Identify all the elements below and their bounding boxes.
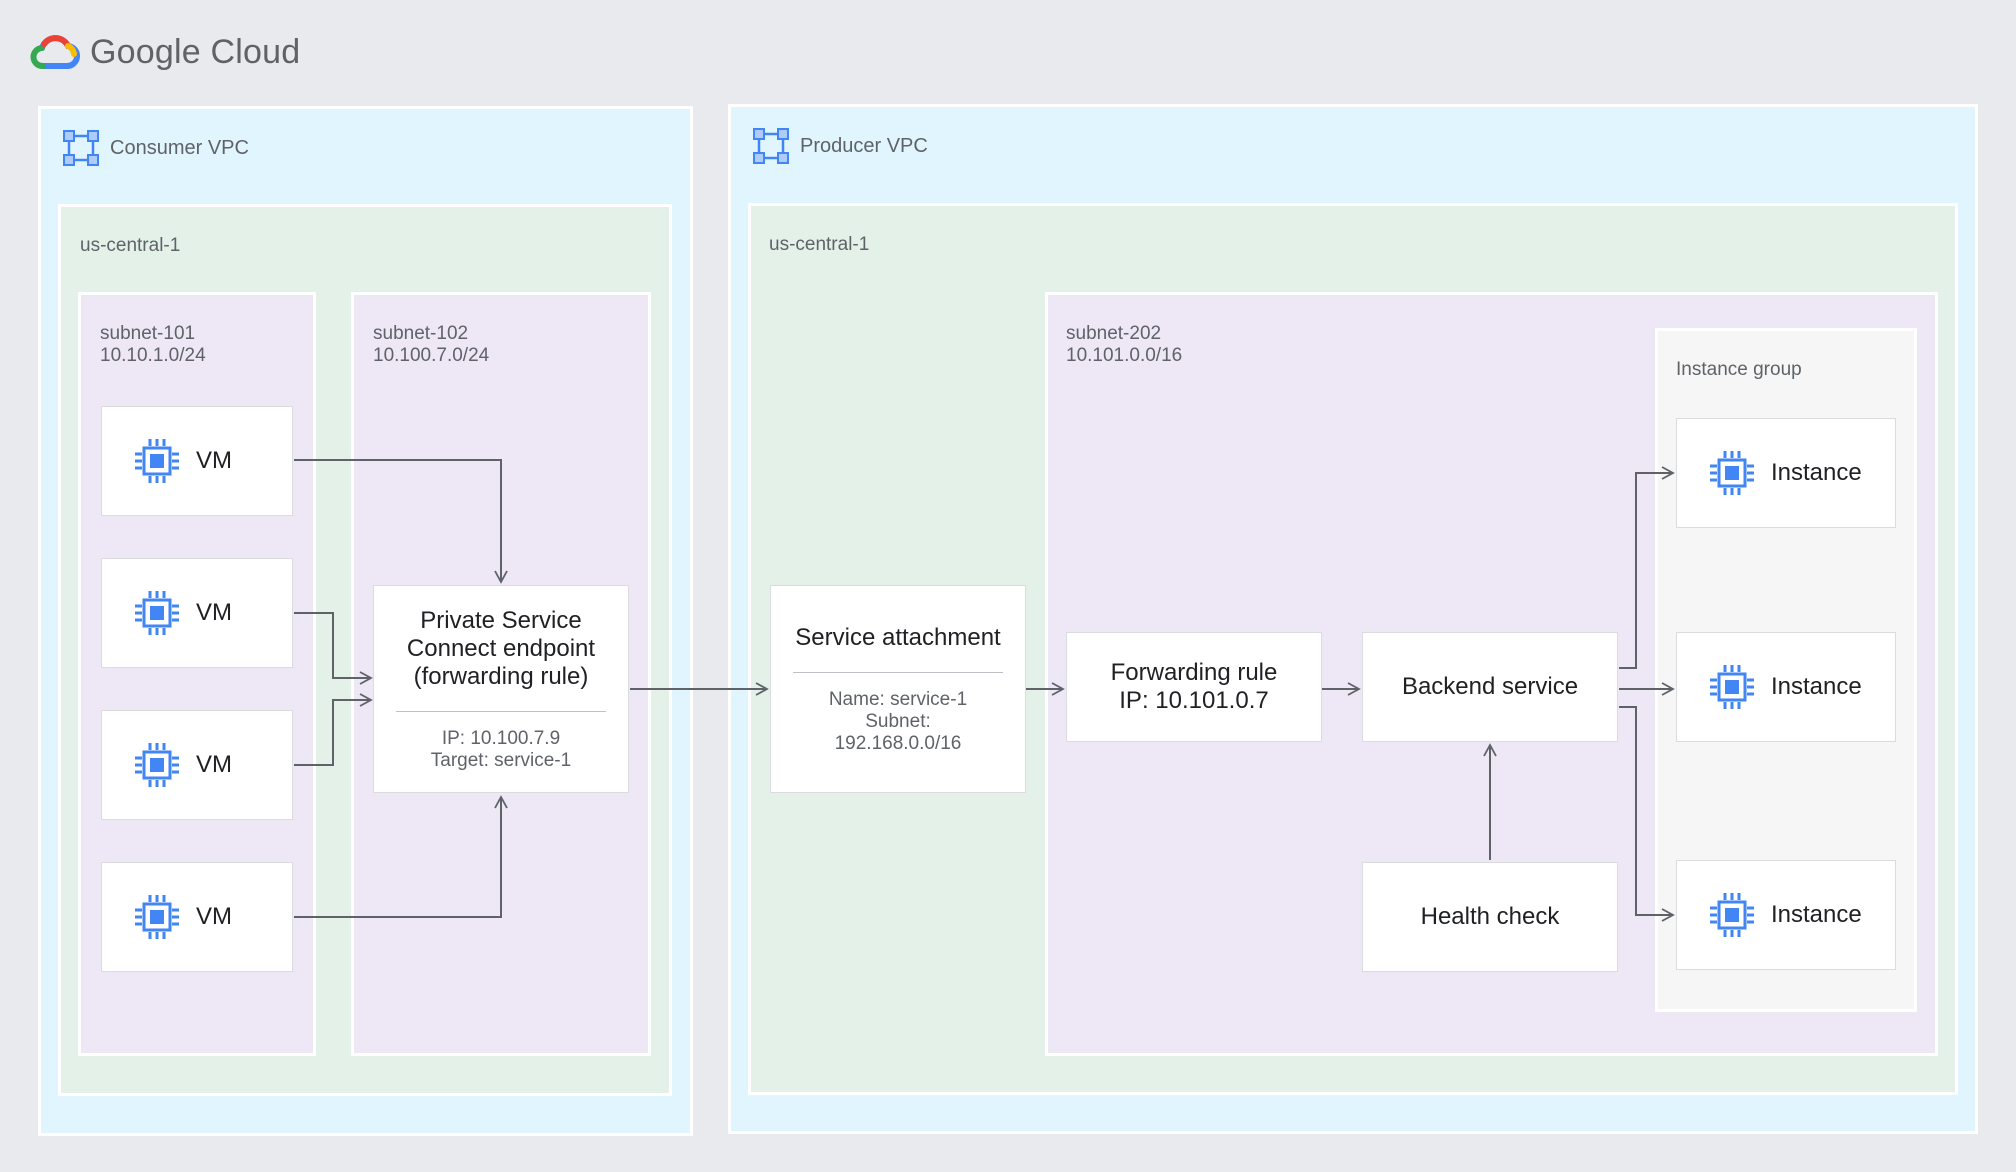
- subnet-102-name: subnet-102: [373, 323, 469, 344]
- subnet-101-name: subnet-101: [100, 323, 196, 344]
- backend-service-card[interactable]: Backend service: [1362, 632, 1618, 742]
- consumer-region-label: us-central-1: [80, 235, 181, 256]
- producer-vpc-label: Producer VPC: [752, 127, 928, 165]
- consumer-vpc-label: Consumer VPC: [62, 129, 249, 167]
- google-cloud-logo: Google Cloud: [30, 28, 300, 76]
- consumer-vpc-title: Consumer VPC: [110, 136, 249, 159]
- compute-chip-icon: [133, 437, 181, 485]
- instance-card[interactable]: Instance: [1676, 418, 1896, 528]
- service-attachment-title: Service attachment: [795, 623, 1001, 651]
- vm-card[interactable]: VM: [101, 558, 293, 668]
- instance-label: Instance: [1771, 901, 1862, 928]
- vm-label: VM: [196, 599, 232, 626]
- google-cloud-icon: [30, 35, 80, 70]
- vm-label: VM: [196, 751, 232, 778]
- instance-card[interactable]: Instance: [1676, 860, 1896, 970]
- psc-endpoint-title-line: Connect endpoint: [406, 634, 596, 662]
- vpc-icon: [752, 127, 790, 165]
- service-attachment-card[interactable]: Service attachment Name: service-1 Subne…: [770, 585, 1026, 793]
- subnet-101-cidr: 10.10.1.0/24: [100, 345, 206, 366]
- producer-vpc-title: Producer VPC: [800, 134, 928, 157]
- brand-name: Google Cloud: [90, 32, 301, 71]
- forwarding-rule-title: Forwarding rule: [1110, 659, 1278, 686]
- instance-card[interactable]: Instance: [1676, 632, 1896, 742]
- service-attachment-detail: 192.168.0.0/16: [834, 732, 962, 754]
- vm-card[interactable]: VM: [101, 406, 293, 516]
- service-attachment-detail: Name: service-1: [828, 688, 968, 710]
- compute-chip-icon: [133, 893, 181, 941]
- instance-label: Instance: [1771, 459, 1862, 486]
- compute-chip-icon: [1708, 449, 1756, 497]
- instance-label: Instance: [1771, 673, 1862, 700]
- vm-card[interactable]: VM: [101, 710, 293, 820]
- compute-chip-icon: [133, 741, 181, 789]
- health-check-label: Health check: [1420, 903, 1560, 930]
- vpc-icon: [62, 129, 100, 167]
- psc-endpoint-title-line: (forwarding rule): [413, 662, 589, 690]
- forwarding-rule-ip: IP: 10.101.0.7: [1119, 687, 1269, 714]
- psc-endpoint-ip: IP: 10.100.7.9: [441, 727, 561, 749]
- instance-group-label: Instance group: [1676, 359, 1802, 380]
- vm-label: VM: [196, 903, 232, 930]
- compute-chip-icon: [133, 589, 181, 637]
- producer-region-label: us-central-1: [769, 234, 870, 255]
- vm-label: VM: [196, 447, 232, 474]
- health-check-card[interactable]: Health check: [1362, 862, 1618, 972]
- subnet-202-name: subnet-202: [1066, 323, 1162, 344]
- psc-endpoint-target: Target: service-1: [430, 749, 572, 771]
- psc-endpoint-card[interactable]: Private Service Connect endpoint (forwar…: [373, 585, 629, 793]
- vm-card[interactable]: VM: [101, 862, 293, 972]
- forwarding-rule-card[interactable]: Forwarding rule IP: 10.101.0.7: [1066, 632, 1322, 742]
- compute-chip-icon: [1708, 663, 1756, 711]
- compute-chip-icon: [1708, 891, 1756, 939]
- service-attachment-detail: Subnet:: [865, 710, 931, 732]
- psc-endpoint-title-line: Private Service: [420, 606, 582, 634]
- subnet-202-cidr: 10.101.0.0/16: [1066, 345, 1183, 366]
- subnet-102-cidr: 10.100.7.0/24: [373, 345, 490, 366]
- divider: [793, 671, 1003, 673]
- divider: [396, 710, 606, 712]
- backend-service-label: Backend service: [1401, 673, 1579, 700]
